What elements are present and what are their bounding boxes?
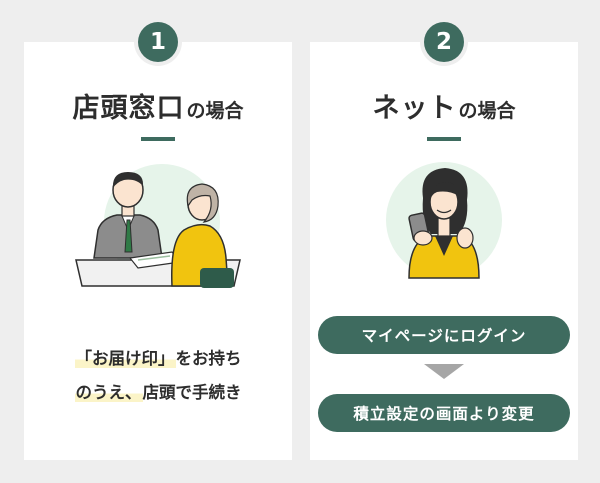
step-number-badge: 1 [138,22,178,62]
desc-highlight: 「お届け印」 [74,349,176,368]
desc-line-1: 「お届け印」をお持ち [24,342,292,376]
card-title-main: 店頭窓口 [72,93,185,124]
card-title: 店頭窓口の場合 [24,86,292,125]
title-divider [427,137,461,141]
change-settings-step-button: 積立設定の画面より変更 [318,394,570,432]
store-description: 「お届け印」をお持ち のうえ、店頭で手続き [24,342,292,410]
desc-text: をお持ち [175,349,242,368]
store-counter-card: 1 店頭窓口の場合 「お届け印」をお持ち のうえ、店頭で手続き [24,22,292,460]
login-step-button: マイページにログイン [318,316,570,354]
card-title: ネットの場合 [310,86,578,125]
step-number-badge: 2 [424,22,464,62]
card-title-suffix: の場合 [186,100,244,122]
counter-consultation-illustration [75,164,241,288]
online-card: 2 ネットの場合 マイページにログイン 積立設定の画面より変更 [310,22,578,460]
title-divider [141,137,175,141]
smartphone-user-illustration [386,162,502,279]
down-arrow-icon [424,364,464,379]
desc-highlight: のうえ、 [74,383,143,402]
card-title-suffix: の場合 [458,100,516,122]
desc-text: 店頭で手続き [142,383,242,402]
desc-line-2: のうえ、店頭で手続き [24,376,292,410]
card-title-main: ネット [372,93,457,124]
